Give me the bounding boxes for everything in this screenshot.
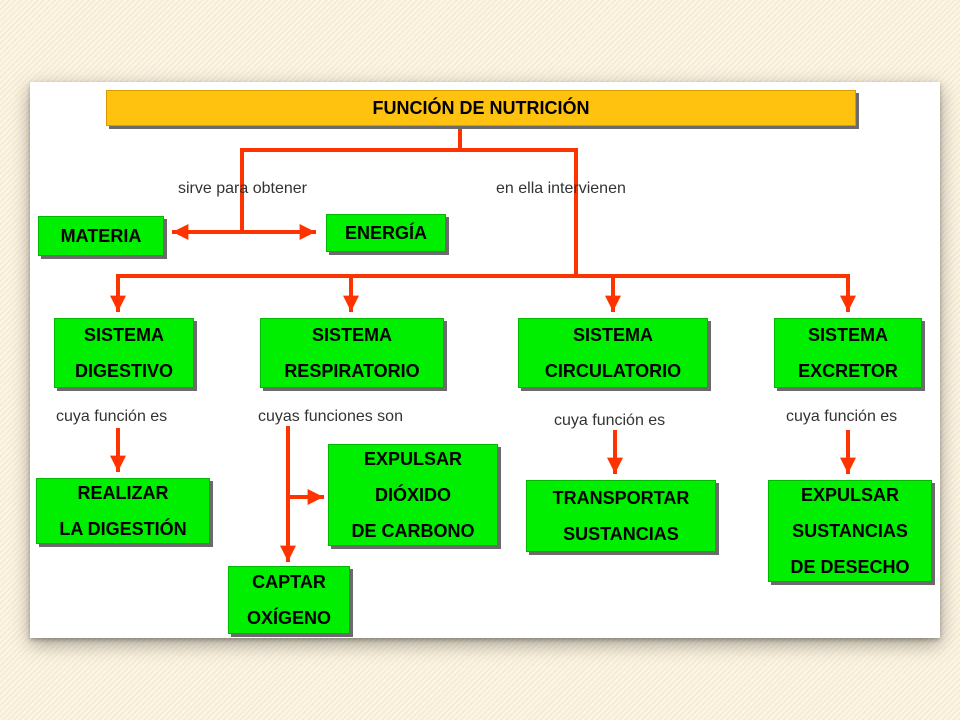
desecho-line-1: EXPULSAR	[800, 485, 899, 505]
box-captar-oxigeno: CAPTAR OXÍGENO	[228, 566, 350, 634]
box-expulsar-desecho: EXPULSAR SUSTANCIAS DE DESECHO	[768, 480, 932, 582]
respiratorio-line-2: RESPIRATORIO	[284, 361, 420, 381]
box-sistema-circulatorio: SISTEMA CIRCULATORIO	[518, 318, 708, 388]
box-materia: MATERIA	[38, 216, 164, 256]
diagram-panel: FUNCIÓN DE NUTRICIÓN sirve para obtener …	[30, 82, 940, 638]
box-energia: ENERGÍA	[326, 214, 446, 252]
transportar-line-1: TRANSPORTAR	[552, 488, 690, 508]
excretor-line-1: SISTEMA	[807, 325, 888, 345]
box-transportar-sustancias: TRANSPORTAR SUSTANCIAS	[526, 480, 716, 552]
circulatorio-line-2: CIRCULATORIO	[544, 361, 682, 381]
label-respiratorio-fn: cuyas funciones son	[258, 408, 403, 425]
digestion-line-2: LA DIGESTIÓN	[59, 519, 187, 539]
box-materia-text: MATERIA	[60, 226, 142, 246]
digestivo-line-2: DIGESTIVO	[74, 361, 173, 381]
box-energia-text: ENERGÍA	[344, 223, 427, 243]
desecho-line-2: SUSTANCIAS	[792, 521, 908, 541]
box-sistema-excretor: SISTEMA EXCRETOR	[774, 318, 922, 388]
label-digestivo-fn: cuya función es	[56, 408, 168, 425]
connector-layer	[110, 126, 856, 562]
transportar-line-2: SUSTANCIAS	[563, 524, 679, 544]
excretor-line-2: EXCRETOR	[798, 361, 898, 381]
desecho-line-3: DE DESECHO	[790, 557, 910, 577]
dioxido-line-3: DE CARBONO	[351, 521, 475, 541]
circulatorio-line-1: SISTEMA	[572, 325, 653, 345]
label-intervienen: en ella intervienen	[496, 180, 626, 197]
digestivo-line-1: SISTEMA	[83, 325, 164, 345]
box-realizar-digestion: REALIZAR LA DIGESTIÓN	[36, 478, 210, 544]
oxigeno-line-1: CAPTAR	[252, 572, 326, 592]
box-expulsar-dioxido: EXPULSAR DIÓXIDO DE CARBONO	[328, 444, 498, 546]
oxigeno-line-2: OXÍGENO	[246, 608, 331, 628]
box-sistema-digestivo: SISTEMA DIGESTIVO	[54, 318, 194, 388]
respiratorio-line-1: SISTEMA	[311, 325, 392, 345]
dioxido-line-2: DIÓXIDO	[374, 485, 451, 505]
label-excretor-fn: cuya función es	[786, 408, 898, 425]
label-circulatorio-fn: cuya función es	[554, 412, 666, 429]
label-sirve: sirve para obtener	[178, 180, 307, 197]
digestion-line-1: REALIZAR	[77, 483, 169, 503]
title-text: FUNCIÓN DE NUTRICIÓN	[372, 97, 590, 118]
dioxido-line-1: EXPULSAR	[363, 449, 462, 469]
title-box: FUNCIÓN DE NUTRICIÓN	[106, 90, 856, 126]
box-sistema-respiratorio: SISTEMA RESPIRATORIO	[260, 318, 444, 388]
